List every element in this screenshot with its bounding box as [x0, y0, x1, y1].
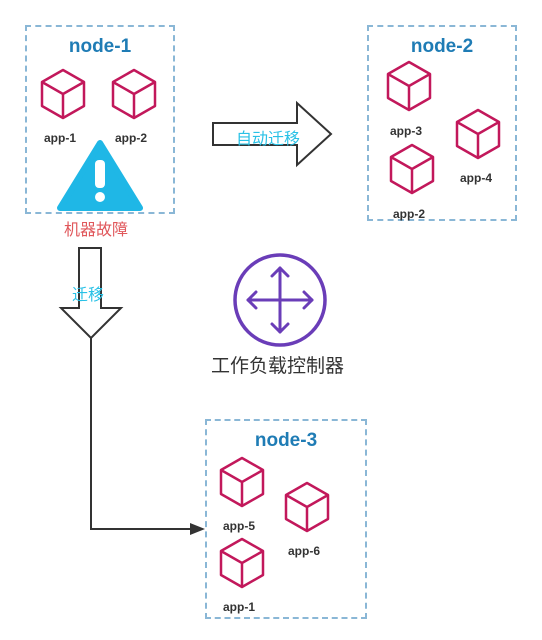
node-1-box: node-1: [25, 25, 175, 214]
app-cube-icon: [218, 456, 266, 508]
node-2-box: node-2: [367, 25, 517, 221]
app-label: app-1: [223, 600, 256, 614]
node-3-box: node-3: [205, 419, 367, 619]
app-cube-icon: [385, 60, 433, 112]
app-label: app-2: [115, 131, 148, 145]
migrate-label: 迁移: [72, 287, 105, 304]
controller-label: 工作负载控制器: [211, 356, 345, 377]
auto-migrate-arrow: [212, 100, 333, 168]
node-title: node-3: [254, 430, 318, 451]
failure-label: 机器故障: [64, 222, 129, 239]
app-cube-icon: [283, 481, 331, 533]
warning-icon: [57, 140, 143, 211]
app-cube-icon: [218, 537, 266, 589]
migrate-connector-arrowhead: [190, 523, 205, 535]
migrate-connector-line: [90, 338, 192, 530]
app-label: app-4: [460, 171, 493, 185]
app-label: app-5: [223, 519, 256, 533]
app-label: app-3: [390, 124, 423, 138]
app-cube-icon: [39, 68, 87, 120]
app-cube-icon: [388, 143, 436, 195]
app-label: app-6: [288, 544, 321, 558]
auto-migrate-label: 自动迁移: [236, 131, 301, 148]
app-cube-icon: [110, 68, 158, 120]
migrate-down-arrow: [58, 247, 124, 340]
node-title: node-1: [68, 36, 132, 57]
app-label: app-2: [393, 207, 426, 221]
app-label: app-1: [44, 131, 77, 145]
app-cube-icon: [454, 108, 502, 160]
node-title: node-2: [410, 36, 474, 57]
arrows-move-icon: [233, 253, 327, 347]
